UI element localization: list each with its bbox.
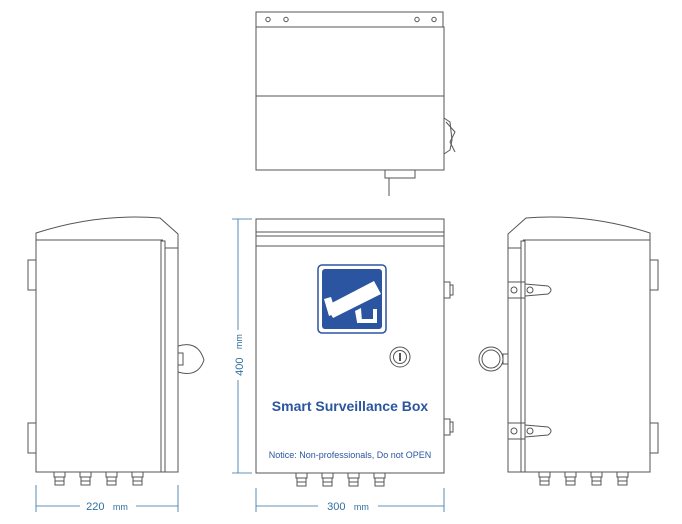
mounting-hole (265, 16, 271, 23)
left-view-mounting-bracket (27, 259, 37, 291)
depth-unit: mm (113, 502, 128, 512)
front-view-hinge (443, 281, 451, 299)
left-view-mounting-bracket (27, 422, 37, 454)
right-view-door-edge (520, 240, 526, 473)
left-view-cable-glands (53, 471, 144, 486)
front-view: Smart Surveillance Box Notice: Non-profe… (255, 218, 454, 487)
svg-text:400 mm: 400 mm (231, 334, 248, 376)
left-side-view (27, 216, 205, 486)
front-view-hinge (443, 418, 451, 436)
right-view-cable-glands (538, 471, 629, 486)
right-view-body (507, 216, 651, 473)
mounting-hole (414, 16, 420, 23)
front-panel-title: Smart Surveillance Box (272, 398, 429, 414)
height-dimension-label: 400 mm (231, 334, 248, 376)
front-view-door-lock (389, 346, 411, 368)
left-view-door-edge (160, 240, 166, 473)
left-view-door (164, 247, 179, 473)
right-view-lock-knob (478, 346, 509, 372)
width-dimension-line (255, 488, 445, 512)
width-value: 300 (327, 501, 345, 513)
front-view-body (255, 218, 445, 474)
depth-dimension-line (35, 485, 179, 512)
height-unit: mm (234, 334, 244, 349)
top-view-latch (443, 117, 456, 155)
right-view-mounting-bracket (649, 259, 659, 291)
mounting-hole (431, 16, 437, 23)
right-view-lower-hinge (507, 422, 552, 440)
height-value: 400 (234, 358, 246, 376)
width-dimension-label: 300 mm (327, 497, 369, 514)
right-view-mounting-bracket (649, 422, 659, 454)
right-side-view (478, 216, 659, 486)
front-view-cable-glands (295, 472, 386, 487)
width-unit: mm (354, 502, 369, 512)
front-view-hinge-pin (449, 421, 454, 433)
top-view (255, 11, 456, 196)
front-view-hinge-pin (449, 284, 454, 296)
left-view-lock-knob (177, 344, 205, 374)
top-view-hinge-bracket (384, 169, 416, 179)
height-dimension-line (232, 218, 252, 474)
depth-value: 220 (86, 501, 104, 513)
security-camera-icon (317, 264, 387, 334)
left-view-body (35, 216, 179, 473)
left-view-lock-stem (177, 352, 184, 366)
mounting-hole (283, 16, 289, 23)
right-view-upper-hinge (507, 281, 552, 299)
top-view-body (255, 26, 445, 171)
front-panel-notice: Notice: Non-professionals, Do not OPEN (269, 450, 432, 460)
depth-dimension-label: 220 mm (86, 497, 128, 514)
